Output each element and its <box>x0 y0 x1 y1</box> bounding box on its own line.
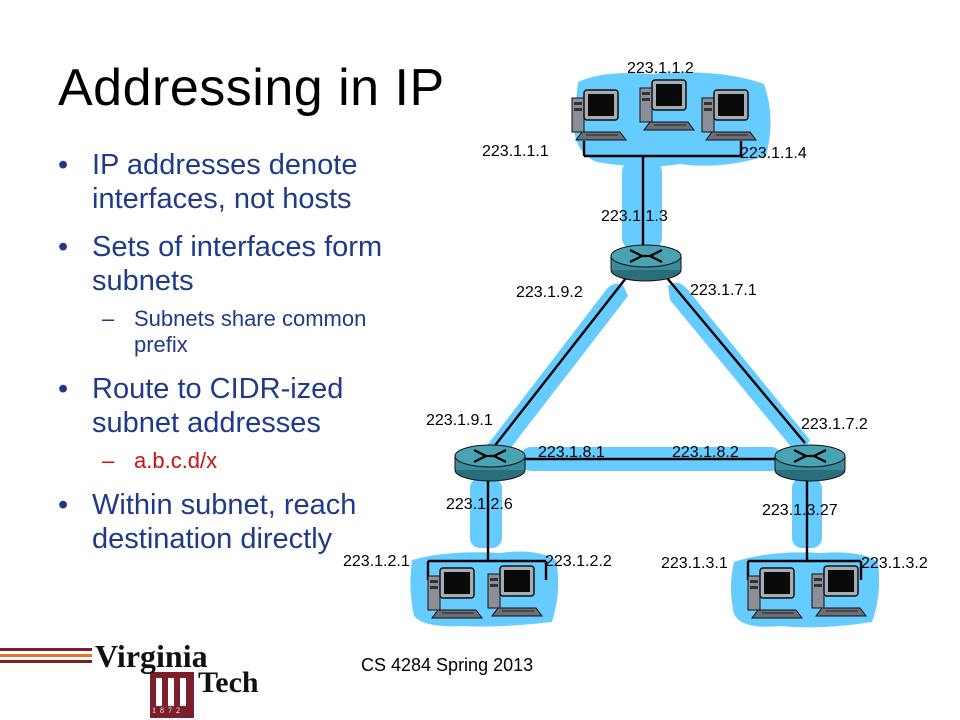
bullet-text: IP addresses denote interfaces, not host… <box>92 149 358 215</box>
bullet-item: • Within subnet, reach destination direct… <box>58 488 418 556</box>
bullet-item: • Route to CIDR-ized subnet addresses <box>58 372 418 440</box>
bullet-item: • IP addresses denote interfaces, not hos… <box>58 148 418 216</box>
bullet-icon: • <box>58 149 69 181</box>
ip-label: 223.1.1.1 <box>482 143 549 160</box>
sub-bullet-item: –Subnets share common prefix <box>58 306 418 358</box>
computer-icon <box>639 79 695 131</box>
logo-virginia: Virginia <box>95 638 208 674</box>
computer-icon <box>571 89 627 141</box>
router-icon <box>453 443 527 483</box>
dash-icon: – <box>102 448 115 473</box>
bullet-list: • IP addresses denote interfaces, not hos… <box>58 148 418 570</box>
bullet-text: Sets of interfaces form subnets <box>92 231 383 297</box>
ip-label: 223.1.9.1 <box>426 412 493 429</box>
links <box>426 141 863 580</box>
sub-bullet-text: Subnets share common prefix <box>134 306 367 357</box>
sub-bullet-item: –a.b.c.d/x <box>58 448 418 474</box>
slide-title: Addressing in IP <box>58 59 445 117</box>
router-icon <box>773 443 847 483</box>
ip-label: 223.1.3.2 <box>861 555 928 572</box>
logo-tech: Tech <box>198 666 259 699</box>
ip-label: 223.1.2.6 <box>446 496 513 513</box>
bullet-icon: • <box>58 231 69 263</box>
ip-label: 223.1.8.1 <box>538 444 605 461</box>
ip-label: 223.1.1.3 <box>601 208 668 225</box>
dash-icon: – <box>102 306 115 331</box>
computer-icon <box>487 565 543 617</box>
logo-digits: 1 8 7 2 <box>152 706 181 715</box>
ip-label: 223.1.3.27 <box>762 502 838 519</box>
bullet-text: Within subnet, reach destination directl… <box>92 489 357 555</box>
computer-icon <box>747 567 803 619</box>
computer-icon <box>701 89 757 141</box>
bullet-item: • Sets of interfaces form subnets <box>58 230 418 298</box>
bullet-icon: • <box>58 489 69 521</box>
bullet-icon: • <box>58 373 69 405</box>
router-icon <box>609 243 683 283</box>
computer-icon <box>427 567 483 619</box>
ip-label: 223.1.2.1 <box>343 553 410 570</box>
ip-label: 223.1.1.4 <box>740 145 807 162</box>
footer-text: CS 4284 Spring 2013 <box>361 655 534 675</box>
ip-label: 223.1.8.2 <box>672 444 739 461</box>
ip-label: 223.1.3.1 <box>661 555 728 572</box>
ip-label: 223.1.1.2 <box>627 60 694 77</box>
bullet-text: Route to CIDR-ized subnet addresses <box>92 373 344 439</box>
ip-label: 223.1.7.2 <box>801 416 868 433</box>
sub-bullet-text: a.b.c.d/x <box>134 448 218 473</box>
ip-label: 223.1.9.2 <box>516 284 583 301</box>
ip-label: 223.1.7.1 <box>690 282 757 299</box>
computer-icon <box>811 565 867 617</box>
ip-label: 223.1.2.2 <box>545 553 612 570</box>
